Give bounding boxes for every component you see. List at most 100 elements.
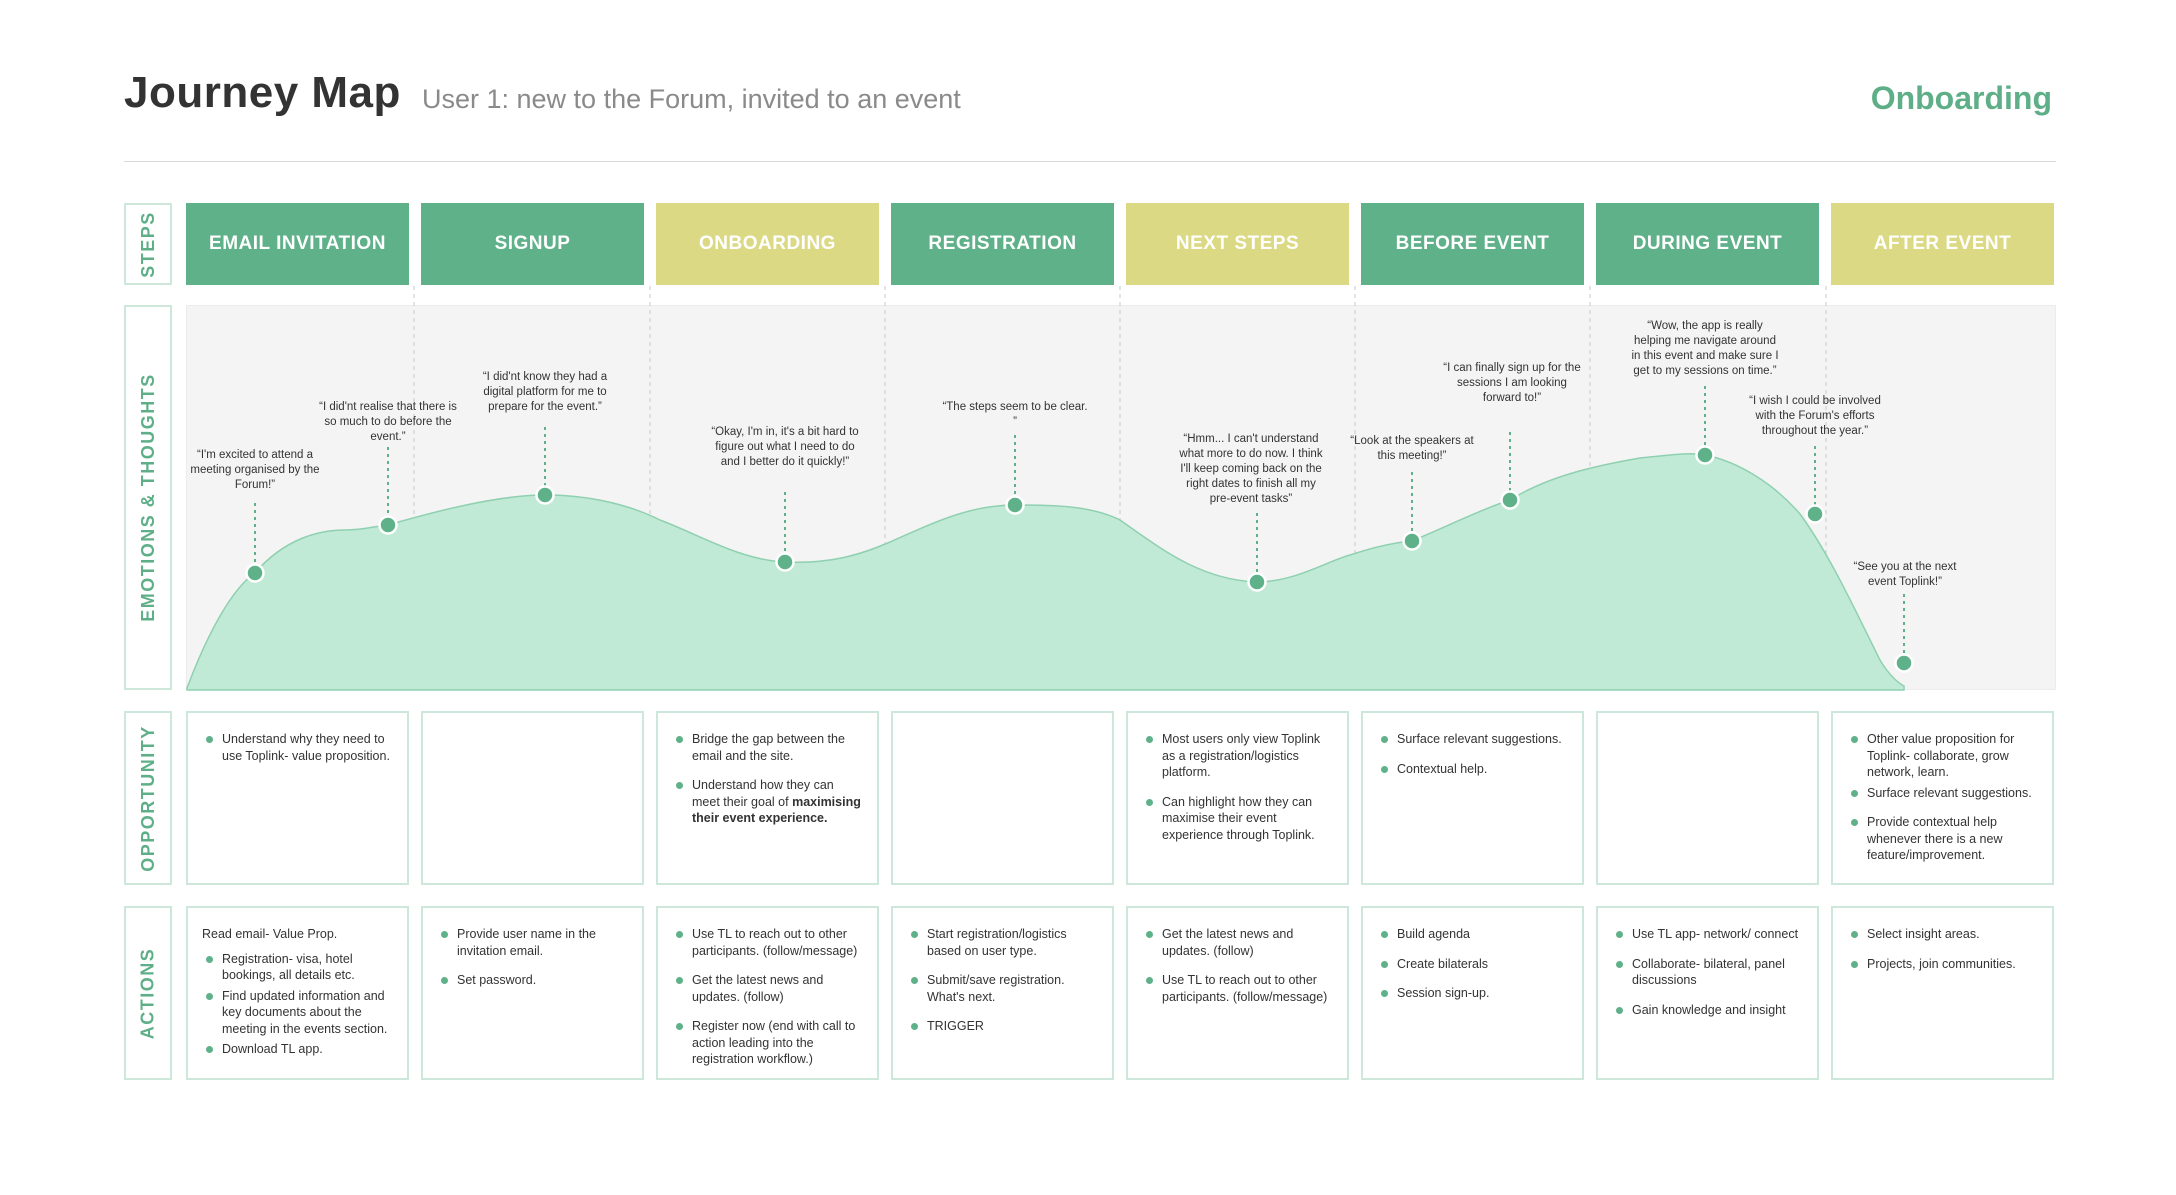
list-item: Get the latest news and updates. (follow… [672,972,863,1005]
list-item: Gain knowledge and insight [1612,1002,1803,1019]
actions-onboarding: Use TL to reach out to other participant… [656,906,879,1080]
quote-during-event-2: “I wish I could be involved with the For… [1749,395,1881,437]
step-onboarding: ONBOARDING [656,203,879,285]
list-item: Provide contextual help whenever there i… [1847,814,2038,864]
quote-after-event: “See you at the next event Toplink!” [1853,561,1957,588]
page-subtitle: User 1: new to the Forum, invited to an … [422,84,961,114]
list-item: Collaborate- bilateral, panel discussion… [1612,956,1803,989]
list-item: Surface relevant suggestions. [1377,731,1568,748]
list-item: Use TL to reach out to other participant… [672,926,863,959]
step-label: NEXT STEPS [1175,233,1300,254]
emotion-point [1894,653,1914,673]
list-item: Understand why they need to use Toplink-… [202,731,393,764]
opportunity-after-event: Other value proposition for Toplink- col… [1831,711,2054,885]
list-item: Registration- visa, hotel bookings, all … [202,951,393,984]
emotion-point [535,485,555,505]
list-item: Most users only view Toplink as a regist… [1142,731,1333,781]
list-item: Provide user name in the invitation emai… [437,926,628,959]
opportunity-registration [891,711,1114,885]
list-item: TRIGGER [907,1018,1098,1035]
step-during-event: DURING EVENT [1596,203,1819,285]
emotion-point [378,515,398,535]
emotion-points [245,445,1914,673]
list-item: Set password. [437,972,628,989]
list-item: Get the latest news and updates. (follow… [1142,926,1333,959]
list-item: Contextual help. [1377,761,1568,778]
list-item: Bridge the gap between the email and the… [672,731,863,764]
list-item-text: Understand how they can meet their goal … [692,778,834,809]
opportunity-signup [421,711,644,885]
emotion-point [775,552,795,572]
list-item: Download TL app. [202,1041,393,1058]
list-item: Find updated information and key documen… [202,988,393,1038]
actions-after-event: Select insight areas. Projects, join com… [1831,906,2054,1080]
opportunity-before-event: Surface relevant suggestions. Contextual… [1361,711,1584,885]
quote-onboarding: “Okay, I'm in, it's a bit hard to figure… [711,426,859,468]
list-item: Start registration/logistics based on us… [907,926,1098,959]
step-before-event: BEFORE EVENT [1361,203,1584,285]
list-item: Surface relevant suggestions. [1847,785,2038,802]
step-label: ONBOARDING [699,233,836,254]
list-item: Use TL to reach out to other participant… [1142,972,1333,1005]
step-email-invitation: EMAIL INVITATION [186,203,409,285]
action-lead-text: Read email- Value Prop. [202,927,338,941]
emotion-point [1005,495,1025,515]
emotion-area [186,453,1905,691]
list-item: Understand how they can meet their goal … [672,777,863,827]
actions-signup: Provide user name in the invitation emai… [421,906,644,1080]
step-registration: REGISTRATION [891,203,1114,285]
step-next-steps: NEXT STEPS [1126,203,1349,285]
row-label-actions: ACTIONS [124,906,172,1080]
emotion-point [1500,490,1520,510]
row-label-steps: STEPS [124,203,172,285]
list-item: Can highlight how they can maximise thei… [1142,794,1333,844]
actions-next-steps: Get the latest news and updates. (follow… [1126,906,1349,1080]
list-item: Register now (end with call to action le… [672,1018,863,1068]
quote-before-event-2: “I can finally sign up for the sessions … [1443,362,1581,404]
list-item: Other value proposition for Toplink- col… [1847,731,2038,781]
step-label: DURING EVENT [1632,233,1783,254]
quote-connectors [254,386,1905,663]
opportunity-during-event [1596,711,1819,885]
list-item: Submit/save registration. What's next. [907,972,1098,1005]
step-label: REGISTRATION [928,233,1077,254]
quote-before-event: “Look at the speakers at this meeting!” [1350,435,1474,462]
actions-registration: Start registration/logistics based on us… [891,906,1114,1080]
list-item: Select insight areas. [1847,926,2038,943]
emotion-point [1695,445,1715,465]
row-label-opportunity: OPPORTUNITY [124,711,172,885]
quote-signup: “I did'nt know they had a digital platfo… [482,371,608,413]
page-title: Journey Map [124,68,401,117]
row-label-emotions: EMOTIONS & THOUGHTS [124,305,172,690]
step-signup: SIGNUP [421,203,644,285]
actions-during-event: Use TL app- network/ connect Collaborate… [1596,906,1819,1080]
emotion-point [1247,572,1267,592]
quote-registration: “The steps seem to be clear. ” [942,401,1088,428]
step-after-event: AFTER EVENT [1831,203,2054,285]
list-item: Create bilaterals [1377,956,1568,973]
opportunity-email-invitation: Understand why they need to use Toplink-… [186,711,409,885]
list-item: Session sign-up. [1377,985,1568,1002]
actions-email-invitation: Read email- Value Prop. Registration- vi… [186,906,409,1080]
opportunity-next-steps: Most users only view Toplink as a regist… [1126,711,1349,885]
phase-label: Onboarding [1870,80,2052,116]
emotion-point [1805,504,1825,524]
emotion-point [245,563,265,583]
list-item-bold-text: maximising their event experience. [692,794,861,826]
emotion-point [1402,531,1422,551]
quote-email-invitation-2: “I did'nt realise that there is so much … [319,401,457,443]
header-divider [124,161,2056,162]
step-label: SIGNUP [494,233,571,254]
quote-next-steps: “Hmm... I can't understand what more to … [1179,433,1323,505]
actions-before-event: Build agenda Create bilaterals Session s… [1361,906,1584,1080]
list-item: Use TL app- network/ connect [1612,926,1803,943]
quote-during-event: “Wow, the app is really helping me navig… [1631,320,1779,377]
list-item: Build agenda [1377,926,1568,943]
opportunity-onboarding: Bridge the gap between the email and the… [656,711,879,885]
step-label: AFTER EVENT [1873,233,2012,254]
step-label: BEFORE EVENT [1395,233,1550,254]
step-label: EMAIL INVITATION [209,233,386,254]
list-item: Projects, join communities. [1847,956,2038,973]
quote-email-invitation: “I'm excited to attend a meeting organis… [190,449,320,491]
